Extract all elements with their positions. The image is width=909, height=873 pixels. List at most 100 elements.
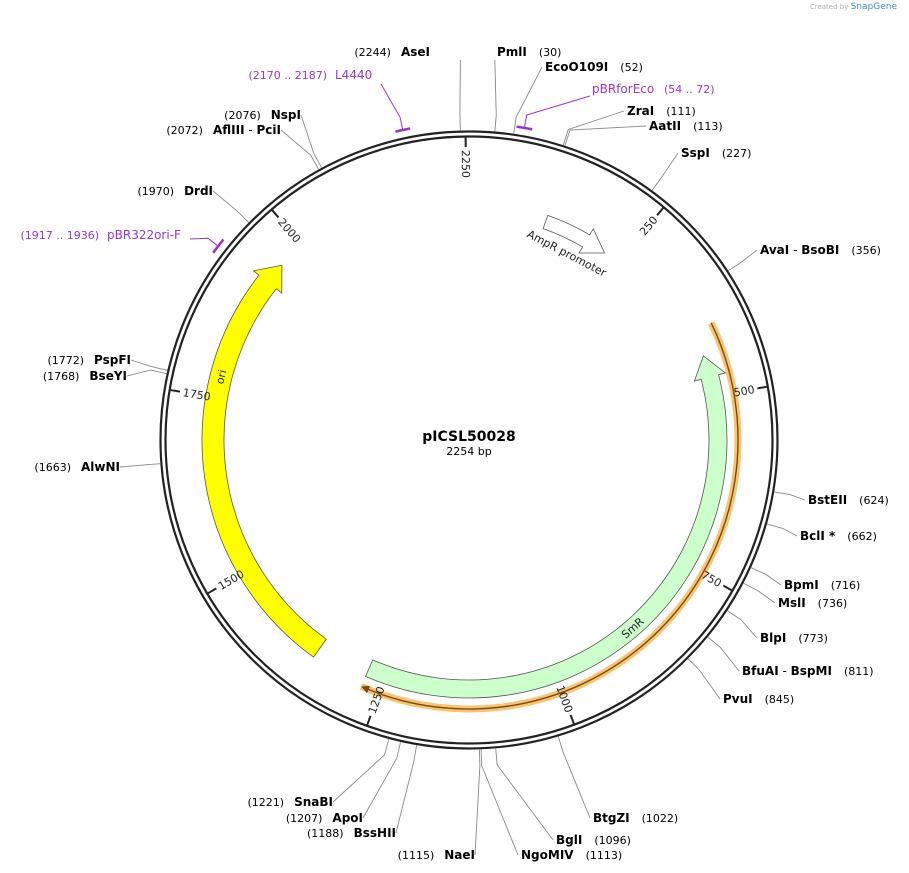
site-label-group: BlpI(773) xyxy=(760,631,828,645)
feature-smr[interactable] xyxy=(365,355,728,699)
site-position: (662) xyxy=(847,530,877,543)
site-name: AseI xyxy=(401,45,430,59)
site-pspfi[interactable]: (1772)PspFI xyxy=(47,353,168,371)
site-name: NaeI xyxy=(444,848,475,862)
site-apoi[interactable]: (1207)ApoI xyxy=(286,741,401,825)
site-bcli[interactable]: BclI * (662) xyxy=(766,523,877,543)
site-label-group: (1115)NaeI xyxy=(398,848,475,862)
tick-label-1500: 1500 xyxy=(216,568,247,593)
site-avai[interactable]: AvaI - BsoBI(356) xyxy=(727,243,881,272)
feature-ampr-promoter[interactable] xyxy=(542,214,606,254)
site-alt-name: BsoBI xyxy=(801,243,839,257)
site-name: AatII xyxy=(649,119,681,133)
orange-highlight-line xyxy=(365,322,739,710)
site-bsteii[interactable]: BstEII(624) xyxy=(774,491,889,507)
primer-l4440[interactable]: L4440(2170 .. 2187) xyxy=(248,68,411,133)
site-name: DrdI xyxy=(184,184,213,198)
site-label-group: (1772)PspFI xyxy=(47,353,131,367)
site-label-group: (1221)SnaBI xyxy=(248,795,333,809)
site-position: (356) xyxy=(851,244,881,257)
backbone-inner-circle xyxy=(164,135,774,745)
site-bsshii[interactable]: (1188)BssHII xyxy=(307,744,418,840)
site-name: BfuAI xyxy=(742,664,779,678)
site-position: (2244) xyxy=(354,46,391,59)
site-name: EcoO109I xyxy=(545,60,608,74)
site-aatii[interactable]: AatII (113) xyxy=(564,119,723,146)
site-name: BssHII xyxy=(354,826,396,840)
site-connector xyxy=(766,523,798,537)
site-blpi[interactable]: BlpI(773) xyxy=(726,610,828,645)
site-connector xyxy=(480,749,519,856)
site-bpmi[interactable]: BpmI(716) xyxy=(750,567,860,592)
orange-highlight-arrowhead xyxy=(361,685,371,694)
primer-pbr322ori-f[interactable]: pBR322ori-F (1917 .. 1936) xyxy=(20,228,225,254)
site-position: (1113) xyxy=(586,849,623,862)
site-asei[interactable]: (2244) AseI xyxy=(354,45,461,131)
site-connector xyxy=(362,741,401,819)
primer-arc xyxy=(395,127,411,133)
orange-highlight-arc xyxy=(359,321,742,713)
site-label-group: NgoMIV (1113) xyxy=(521,848,622,862)
site-alt-name: BspMI xyxy=(791,664,832,678)
center-title: pICSL50028 2254 bp xyxy=(422,429,515,458)
site-afliii[interactable]: (2072)AflIII - PciI xyxy=(166,123,320,170)
site-label-group: BfuAI - BspMI(811) xyxy=(742,664,874,678)
site-name: BseYI xyxy=(89,369,127,383)
site-sspi[interactable]: SspI(227) xyxy=(651,146,751,191)
primer-connector xyxy=(524,95,591,127)
site-pmli[interactable]: PmlI(30) xyxy=(494,45,562,132)
feature-label-ori: ori xyxy=(213,368,229,385)
site-label-group: (1768) BseYI xyxy=(43,369,127,383)
site-name: PvuI xyxy=(723,692,753,706)
site-label-group: BpmI(716) xyxy=(784,578,860,592)
site-layer: (2244) AseI PmlI(30)EcoO109I(52)ZraI(111)A… xyxy=(34,45,888,862)
site-pvui[interactable]: PvuI(845) xyxy=(687,658,794,706)
site-connector xyxy=(300,114,323,169)
primer-name: pBR322ori-F xyxy=(107,228,181,242)
tick-label-2000: 2000 xyxy=(275,216,303,246)
site-alwni[interactable]: (1663)AlwNI xyxy=(34,460,161,474)
tick-mark-1750 xyxy=(170,389,181,393)
site-name: PspFI xyxy=(94,353,131,367)
site-position: (113) xyxy=(693,120,723,133)
site-name: NgoMIV xyxy=(521,848,574,862)
site-connector xyxy=(395,744,418,834)
site-label-group: PmlI(30) xyxy=(497,45,561,59)
site-snabi[interactable]: (1221)SnaBI xyxy=(248,738,390,809)
site-ecoo109i[interactable]: EcoO109I(52) xyxy=(513,60,643,134)
tick-label-2250: 2250 xyxy=(459,150,472,178)
site-position: (111) xyxy=(666,105,696,118)
site-name: SspI xyxy=(681,146,710,160)
site-zrai[interactable]: ZraI(111) xyxy=(562,104,696,146)
site-position: (1768) xyxy=(43,370,80,383)
site-connector xyxy=(513,66,543,134)
site-position: (1022) xyxy=(642,812,679,825)
site-label-group: BtgZI(1022) xyxy=(593,811,678,825)
site-connector xyxy=(119,463,161,468)
site-bfuai[interactable]: BfuAI - BspMI(811) xyxy=(707,636,874,678)
site-btgzi[interactable]: BtgZI(1022) xyxy=(557,736,678,825)
site-bseyi[interactable]: (1768) BseYI xyxy=(43,369,167,383)
site-connector xyxy=(332,738,390,803)
primer-range: (1917 .. 1936) xyxy=(20,229,99,242)
site-connector xyxy=(212,190,250,223)
primer-connector xyxy=(380,83,404,130)
site-name: BclI * xyxy=(800,529,836,543)
site-label-group: (1970)DrdI xyxy=(137,184,213,198)
site-ngomiv[interactable]: NgoMIV (1113) xyxy=(480,749,622,862)
site-position: (716) xyxy=(831,579,861,592)
feature-ori[interactable] xyxy=(201,264,327,658)
site-msli[interactable]: MslI(736) xyxy=(743,582,847,610)
site-nspi[interactable]: (2076)NspI xyxy=(224,108,323,169)
site-drdi[interactable]: (1970)DrdI xyxy=(137,184,250,223)
site-alt-name: PciI xyxy=(257,123,282,137)
site-bgli[interactable]: BglI(1096) xyxy=(495,748,631,847)
site-position: (1096) xyxy=(594,834,631,847)
primer-pbrforeco[interactable]: pBRforEco(54 .. 72) xyxy=(516,82,715,131)
site-naei[interactable]: (1115)NaeI xyxy=(398,749,481,862)
site-label-group: (2076)NspI xyxy=(224,108,301,122)
site-label-group: BstEII(624) xyxy=(808,493,889,507)
site-connector xyxy=(707,636,740,672)
site-connector xyxy=(474,749,481,856)
